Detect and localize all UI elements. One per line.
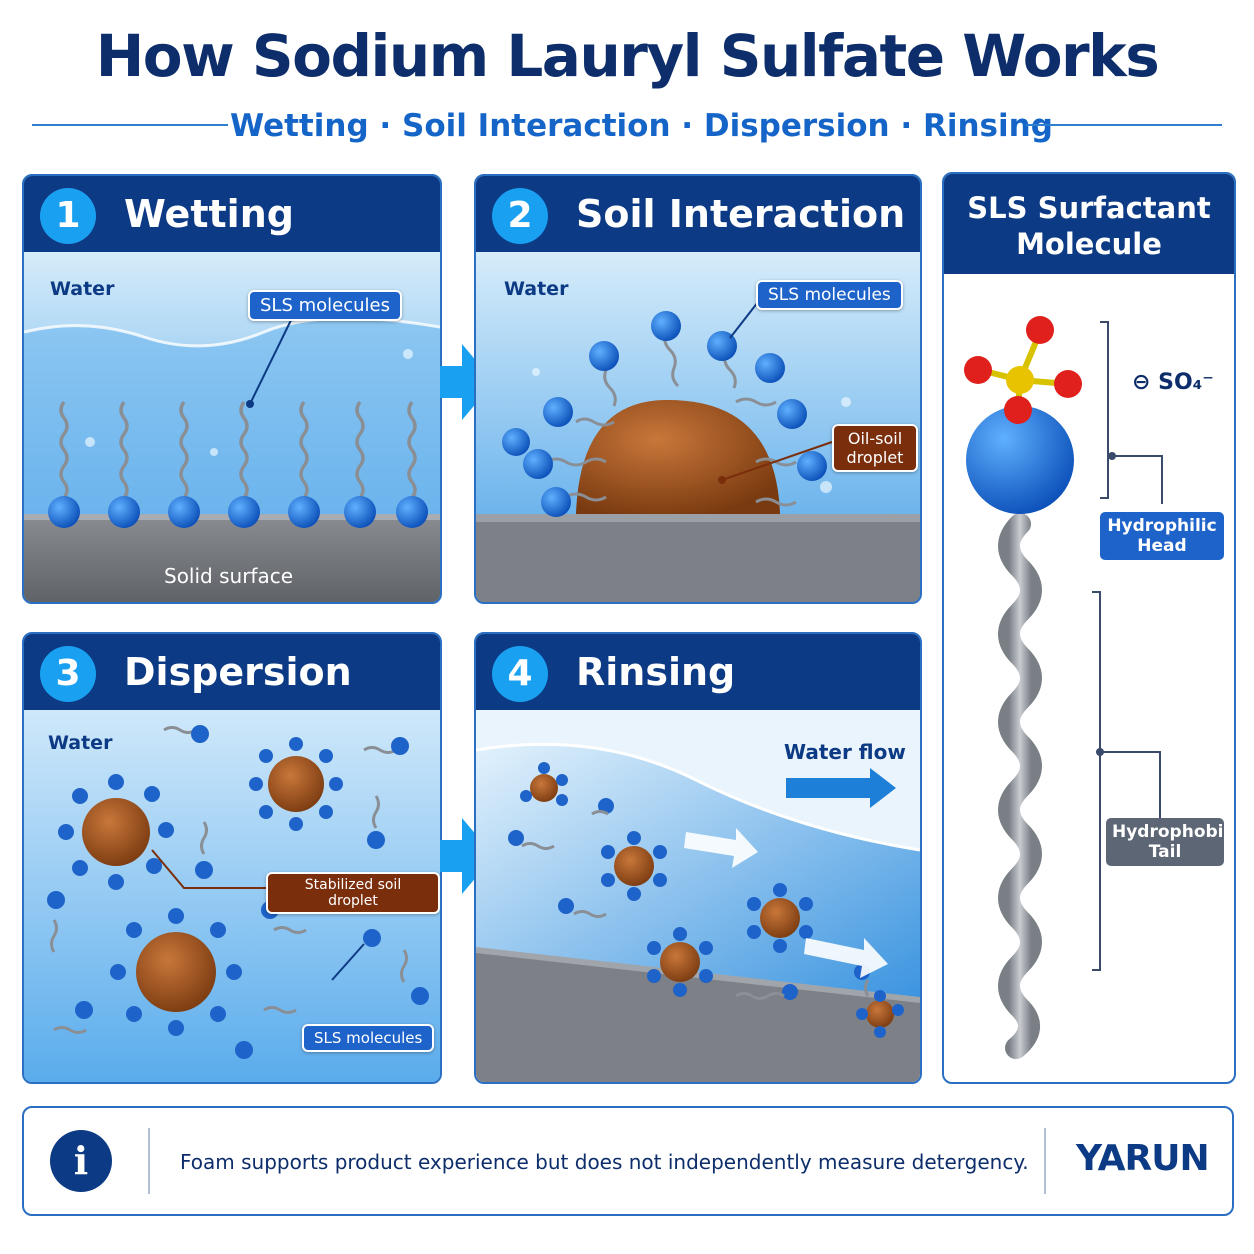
negative-charge-icon: ⊖ — [1132, 370, 1151, 395]
sls-molecules-callout: SLS molecules — [756, 280, 903, 310]
subtitle-row: Wetting · Soil Interaction · Dispersion … — [0, 104, 1254, 148]
hydrophobic-tail-tag: Hydrophobic Tail — [1106, 818, 1234, 866]
molecule-title-line2: Molecule — [1016, 227, 1162, 261]
brand-logo: YARUN — [1076, 1138, 1210, 1179]
panel-title: Rinsing — [576, 650, 736, 694]
molecule-header: SLS Surfactant Molecule — [944, 174, 1234, 274]
footer-divider — [1044, 1128, 1046, 1194]
stabilized-soil-droplet-callout: Stabilized soil droplet — [266, 872, 440, 914]
panel-title: Wetting — [124, 192, 294, 236]
sls-molecule-panel: SLS Surfactant Molecule ⊖ SO₄⁻ Hydrophil… — [942, 172, 1236, 1084]
panel-header: 1 Wetting — [24, 176, 440, 252]
tail-label-line1: Hydrophobic — [1112, 822, 1234, 842]
panel-rinsing: 4 Rinsing — [474, 632, 922, 1084]
subtitle-divider-right — [1026, 124, 1222, 126]
water-label: Water — [504, 278, 569, 300]
panel-soil-interaction: 2 Soil Interaction — [474, 174, 922, 604]
oil-soil-droplet-callout: Oil-soil droplet — [832, 424, 918, 472]
footer-divider — [148, 1128, 150, 1194]
footer-text: Foam supports product experience but doe… — [180, 1150, 1029, 1174]
head-label-line1: Hydrophilic — [1107, 516, 1217, 536]
panel-title: Soil Interaction — [576, 192, 906, 236]
sulfate-formula: SO₄⁻ — [1158, 370, 1214, 395]
panel-wetting: 1 Wetting — [22, 174, 442, 604]
panel-dispersion: 3 Dispersion — [22, 632, 442, 1084]
footer-note: i Foam supports product experience but d… — [22, 1106, 1234, 1216]
sls-molecules-callout: SLS molecules — [302, 1024, 435, 1052]
rinsing-illustration — [476, 710, 920, 1082]
page-title: How Sodium Lauryl Sulfate Works — [95, 22, 1160, 90]
subtitle-divider-left — [32, 124, 228, 126]
hydrophilic-head-tag: Hydrophilic Head — [1100, 512, 1224, 560]
water-label: Water — [50, 278, 115, 300]
water-flow-label: Water flow — [784, 740, 906, 764]
arrow-right-icon — [440, 818, 494, 894]
step-number: 4 — [492, 646, 548, 702]
head-label-line2: Head — [1137, 536, 1187, 556]
step-number: 1 — [40, 188, 96, 244]
molecule-title-line1: SLS Surfactant — [967, 191, 1211, 225]
step-number: 3 — [40, 646, 96, 702]
sls-molecules-callout: SLS molecules — [248, 290, 402, 321]
molecule-illustration — [964, 316, 1163, 1059]
sulfate-group-label: ⊖ SO₄⁻ — [1132, 370, 1214, 395]
arrow-right-icon — [440, 344, 494, 420]
tail-label-line2: Tail — [1148, 842, 1182, 862]
panel-title: Dispersion — [124, 650, 352, 694]
step-number: 2 — [492, 188, 548, 244]
panel-header: 3 Dispersion — [24, 634, 440, 710]
solid-surface-label: Solid surface — [164, 564, 294, 588]
water-label: Water — [48, 732, 113, 754]
info-icon: i — [50, 1130, 112, 1192]
panel-header: 4 Rinsing — [476, 634, 920, 710]
subtitle: Wetting · Soil Interaction · Dispersion … — [230, 108, 1053, 144]
panel-header: 2 Soil Interaction — [476, 176, 920, 252]
